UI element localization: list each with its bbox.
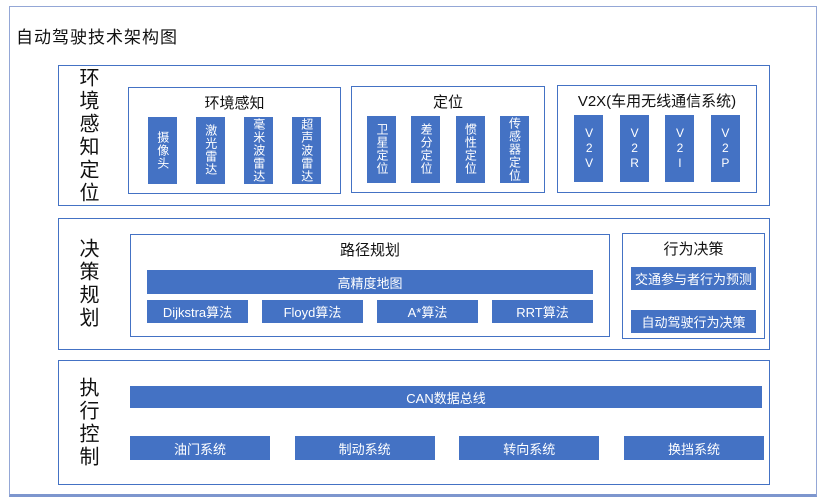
positioning-box-row: 卫星定位 差分定位 惯性定位 传感器定位 xyxy=(352,112,544,192)
section-label-perception-positioning: 环境感知定位 xyxy=(76,66,98,205)
section-execution-control: 执行控制 CAN数据总线 油门系统 制动系统 转向系统 换挡系统 xyxy=(58,360,770,485)
v2x-box-row: V2V V2R V2I V2P xyxy=(558,111,756,192)
box-differential-positioning: 差分定位 xyxy=(411,115,441,183)
section-label-decision-planning: 决策规划 xyxy=(76,238,98,330)
group-title-environment-perception: 环境感知 xyxy=(204,95,265,112)
box-throttle-system: 油门系统 xyxy=(130,436,270,460)
box-dijkstra-algorithm: Dijkstra算法 xyxy=(147,299,248,323)
box-gearshift-system: 换挡系统 xyxy=(623,436,764,460)
box-brake-system: 制动系统 xyxy=(294,436,435,460)
box-v2r: V2R xyxy=(619,115,649,182)
box-traffic-participant-prediction: 交通参与者行为预测 xyxy=(631,267,756,290)
box-ultrasonic-radar: 超声波雷达 xyxy=(292,116,321,184)
group-title-positioning: 定位 xyxy=(432,94,463,111)
box-rrt-algorithm: RRT算法 xyxy=(492,299,593,323)
section-decision-planning: 决策规划 路径规划 高精度地图 Dijkstra算法 Floyd算法 A*算法 … xyxy=(58,218,770,350)
box-v2v: V2V xyxy=(574,115,604,182)
box-mmwave-radar: 毫米波雷达 xyxy=(244,116,273,184)
page-title: 自动驾驶技术架构图 xyxy=(16,28,178,47)
box-inertial-positioning: 惯性定位 xyxy=(455,115,485,183)
algorithm-box-row: Dijkstra算法 Floyd算法 A*算法 RRT算法 xyxy=(131,294,609,336)
system-box-row: 油门系统 制动系统 转向系统 换挡系统 xyxy=(130,436,764,460)
box-autonomous-driving-decision: 自动驾驶行为决策 xyxy=(631,310,756,333)
group-title-v2x: V2X(车用无线通信系统) xyxy=(577,93,737,110)
box-astar-algorithm: A*算法 xyxy=(377,299,478,323)
group-behavior-decision: 行为决策 交通参与者行为预测 自动驾驶行为决策 xyxy=(622,233,765,339)
section-label-execution-control: 执行控制 xyxy=(76,376,98,469)
box-satellite-positioning: 卫星定位 xyxy=(367,115,397,183)
group-title-behavior-decision: 行为决策 xyxy=(663,241,724,258)
box-steering-system: 转向系统 xyxy=(459,436,600,460)
box-hd-map: 高精度地图 xyxy=(147,270,593,294)
box-camera: 摄像头 xyxy=(148,116,177,184)
box-can-data-bus: CAN数据总线 xyxy=(130,386,762,408)
section-perception-positioning: 环境感知定位 环境感知 摄像头 激光雷达 毫米波雷达 超声波雷达 定位 卫星定位… xyxy=(58,65,770,206)
box-lidar: 激光雷达 xyxy=(196,116,225,184)
group-environment-perception: 环境感知 摄像头 激光雷达 毫米波雷达 超声波雷达 xyxy=(128,87,341,194)
group-v2x: V2X(车用无线通信系统) V2V V2R V2I V2P xyxy=(557,85,757,193)
group-positioning: 定位 卫星定位 差分定位 惯性定位 传感器定位 xyxy=(351,86,545,193)
group-title-path-planning: 路径规划 xyxy=(339,242,400,259)
box-v2p: V2P xyxy=(710,115,740,182)
sensor-box-row: 摄像头 激光雷达 毫米波雷达 超声波雷达 xyxy=(129,113,340,193)
box-sensor-positioning: 传感器定位 xyxy=(499,115,529,183)
box-floyd-algorithm: Floyd算法 xyxy=(262,299,363,323)
group-path-planning: 路径规划 高精度地图 Dijkstra算法 Floyd算法 A*算法 RRT算法 xyxy=(130,234,610,337)
outer-frame: 自动驾驶技术架构图 环境感知定位 环境感知 摄像头 激光雷达 毫米波雷达 超声波… xyxy=(9,6,817,497)
box-v2i: V2I xyxy=(665,115,695,182)
